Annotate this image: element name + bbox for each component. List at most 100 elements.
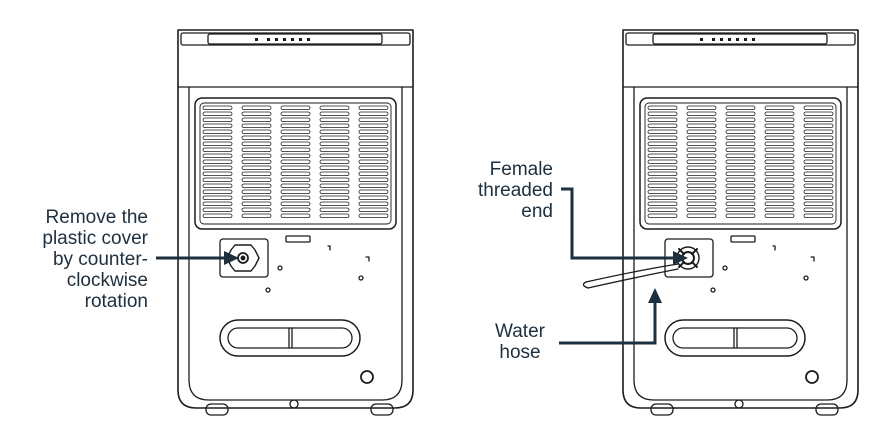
grille-slat [319,207,350,212]
caster [370,403,394,416]
grille-slat [725,207,756,212]
grille-slat [686,117,717,122]
grille-slat [358,171,389,176]
control-strip [652,33,828,45]
top-lid [180,32,411,46]
control-button [307,38,310,41]
grille-slat [319,159,350,164]
grille-slat [280,165,311,170]
screw-hole [277,265,283,271]
grille-slat [280,117,311,122]
grille-slat [241,111,272,116]
grille-slat [202,195,233,200]
grille-slat [803,129,834,134]
rear-panel [188,86,403,401]
grille-slat [803,207,834,212]
water-hose-edge [587,268,679,289]
grille-slat [686,189,717,194]
arrow-remove-cover [224,251,239,265]
grille-slat [358,195,389,200]
grille-slat [686,207,717,212]
grille-slat [202,111,233,116]
grille-slat [280,195,311,200]
grille-slat [280,111,311,116]
grille-slat [647,171,678,176]
handle-recess [219,319,361,357]
grille-slat [202,201,233,206]
grille-slat [725,129,756,134]
grille-slat [647,123,678,128]
grille-slat [202,189,233,194]
caster [815,403,839,416]
grille-slat [686,213,717,218]
grille-slat [725,123,756,128]
grille-slat [202,147,233,152]
bottom-hole [734,399,744,409]
grille-slat [647,177,678,182]
screw-hole [710,287,716,293]
unit-body [622,29,859,409]
grille-slat [725,195,756,200]
grille-slat [202,171,233,176]
dehumidifier-unit-right [582,29,859,416]
grille-slat [280,189,311,194]
grille-slat [647,147,678,152]
grille-slat [686,159,717,164]
grille-slat [764,201,795,206]
grille-slat [358,177,389,182]
grille-slat [725,189,756,194]
screw-hole [265,287,271,293]
grille-slat [280,141,311,146]
grille-slat [803,117,834,122]
grille-slat [764,189,795,194]
grille-slat [280,159,311,164]
grille-slat [358,141,389,146]
grille-slat [319,183,350,188]
grille-slat [647,105,678,110]
arrow-female-end [673,251,688,265]
control-strip [207,33,383,45]
handle-recess [664,319,806,357]
grille-slat [358,105,389,110]
grille-slat [803,153,834,158]
grille-slat [358,159,389,164]
grille-slat [358,207,389,212]
grille-slat [241,171,272,176]
grille-slat [803,183,834,188]
grille-slat [358,135,389,140]
grille-slat [202,177,233,182]
control-button [275,38,278,41]
screw-hole [358,275,364,281]
grille-slat [725,171,756,176]
grille-slat [725,147,756,152]
grille-slat [202,213,233,218]
grille-slat [319,195,350,200]
grille-slat [358,153,389,158]
grille-slat [764,171,795,176]
grille-slat [241,165,272,170]
grille-slat [202,105,233,110]
grille-slat [686,183,717,188]
grille-slat [725,201,756,206]
grille-slat [319,147,350,152]
grille-slat [764,165,795,170]
grille-slat [202,117,233,122]
grille-slat [319,189,350,194]
grille-slat [686,171,717,176]
grille-slat [319,129,350,134]
grille-slat [241,141,272,146]
grille-slat [647,213,678,218]
grille-slat [686,147,717,152]
grille-slat [764,135,795,140]
control-button [712,38,715,41]
grille-slat [241,177,272,182]
grille-slat [241,159,272,164]
control-button [744,38,747,41]
grille-slat [280,105,311,110]
grille-slat [764,141,795,146]
control-button [283,38,286,41]
grille-slat [647,153,678,158]
control-button [255,38,258,41]
grille-slat [358,129,389,134]
